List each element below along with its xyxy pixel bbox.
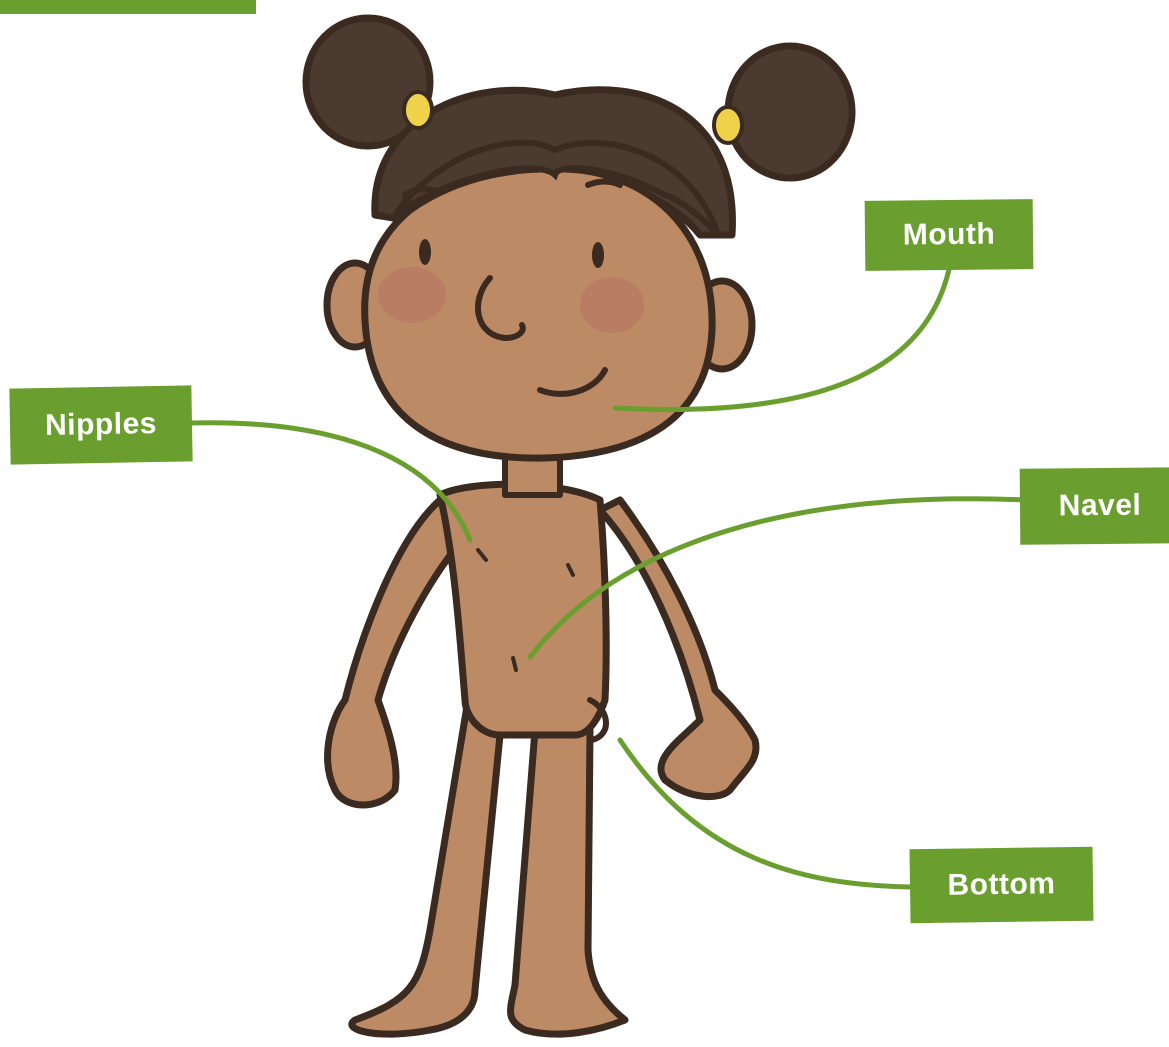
right-eye <box>592 242 604 268</box>
label-nipples: Nipples <box>9 385 192 464</box>
left-cheek <box>378 267 446 323</box>
right-hair-tie <box>714 107 742 143</box>
right-cheek <box>580 277 644 333</box>
left-eye <box>419 239 431 265</box>
label-navel: Navel <box>1020 467 1169 544</box>
left-hair-tie <box>404 92 432 128</box>
label-mouth: Mouth <box>865 199 1034 271</box>
label-bottom: Bottom <box>909 847 1093 924</box>
right-leg <box>511 730 625 1034</box>
right-eyebrow <box>588 182 620 186</box>
left-arm <box>328 500 458 805</box>
torso <box>440 484 606 735</box>
right-arm <box>600 500 756 797</box>
right-hair-bun <box>728 46 852 178</box>
